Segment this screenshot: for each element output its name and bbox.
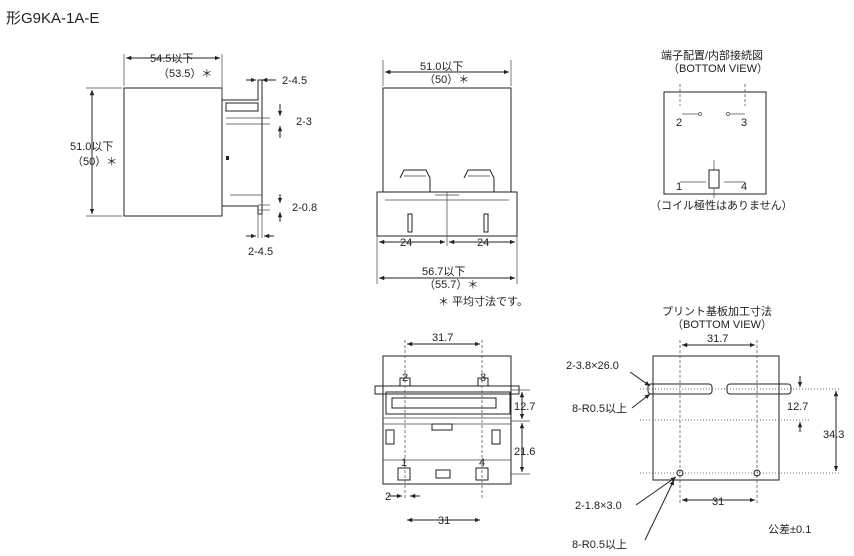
dim-2-4-5-top: 2-4.5	[282, 75, 307, 87]
pcb-radius-label-top: 8-R0.5以上	[572, 402, 627, 415]
pcb-frame	[652, 355, 780, 481]
coil-symbol	[708, 169, 720, 189]
side-height-label: 51.0以下	[70, 141, 113, 153]
bottom-dim-21-6: 21.6	[514, 446, 535, 458]
terminal-pin-2: 2	[676, 117, 682, 129]
side-height-avg: （50）＊	[72, 155, 117, 168]
bottom-dim-12-7: 12.7	[514, 401, 535, 413]
average-dimension-note: ＊ 平均寸法です。	[438, 294, 528, 308]
front-top-width-label: 51.0以下	[420, 61, 463, 73]
dim-2-4-5-bottom: 2-4.5	[248, 246, 273, 258]
terminal-pin-3: 3	[741, 117, 747, 129]
front-view-body	[382, 87, 512, 193]
front-right-24: 24	[477, 237, 489, 249]
bottom-dim-31: 31	[438, 515, 450, 527]
dim-2-0-8: 2-0.8	[292, 202, 317, 214]
terminal-diagram: 端子配置/内部接続図 （BOTTOM VIEW） 2 3 1 4 （コイル極性は…	[650, 48, 793, 212]
pcb-dim-31: 31	[712, 496, 724, 508]
dim-2-3: 2-3	[296, 116, 312, 128]
terminal-subtitle: （BOTTOM VIEW）	[668, 62, 768, 75]
pcb-subtitle: （BOTTOM VIEW）	[672, 318, 772, 331]
bottom-pin-2: 2	[402, 372, 408, 384]
pcb-slot-label: 2-3.8×26.0	[566, 360, 619, 372]
pcb-pattern: プリント基板加工寸法 （BOTTOM VIEW） 31.7 2-3.8×26.0…	[566, 304, 844, 551]
terminal-pin-4: 4	[741, 181, 747, 193]
front-top-width-avg: （50）＊	[424, 73, 469, 86]
side-width-label: 54.5以下	[150, 53, 193, 65]
pcb-tolerance: 公差±0.1	[768, 522, 811, 536]
coil-polarity-note: （コイル極性はありません）	[650, 198, 793, 212]
bottom-view-body	[382, 355, 512, 485]
pcb-dim-34-3: 34.3	[823, 429, 844, 441]
side-width-avg: （53.5）＊	[158, 67, 212, 80]
side-view-body	[123, 87, 223, 217]
page-title: 形G9KA-1A-E	[6, 10, 99, 27]
pcb-dim-31-7: 31.7	[707, 333, 728, 345]
terminal-title: 端子配置/内部接続図	[661, 48, 763, 62]
bottom-pin-4: 4	[479, 457, 485, 469]
side-view: 54.5以下 （53.5）＊ 51.0以下 （50）＊ 2-4.5 2-3 2-…	[70, 53, 317, 258]
pcb-hole-label: 2-1.8×3.0	[575, 500, 622, 512]
pcb-title: プリント基板加工寸法	[662, 304, 772, 318]
terminal-pin-1: 1	[676, 181, 682, 193]
front-left-24: 24	[400, 237, 412, 249]
front-view: 51.0以下 （50）＊ 24 24 56.7以下 （55.7）＊ ＊ 平均寸法…	[376, 60, 528, 308]
front-bottom-width-label: 56.7以下	[422, 266, 465, 278]
bottom-dim-2: 2	[385, 491, 391, 503]
bottom-view: 2 3 1 4 31.7 12.7 21.6 2 31	[374, 332, 535, 527]
bottom-dim-31-7: 31.7	[432, 332, 453, 344]
bottom-pin-3: 3	[480, 372, 486, 384]
bottom-pin-1: 1	[401, 457, 407, 469]
front-bottom-width-avg: （55.7）＊	[424, 278, 478, 291]
pcb-dim-12-7: 12.7	[787, 401, 808, 413]
pcb-radius-label-bottom: 8-R0.5以上	[572, 538, 627, 551]
